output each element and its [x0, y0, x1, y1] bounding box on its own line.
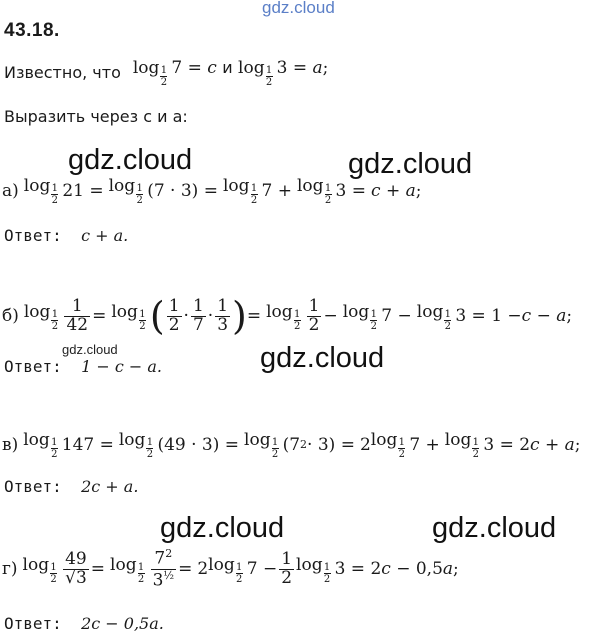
given-text: Известно, что — [4, 63, 121, 82]
part-a-label: а) — [2, 180, 19, 201]
part-d-answer: Ответ: 2c − 0,5a. — [4, 614, 164, 633]
watermark: gdz.cloud — [260, 342, 385, 374]
part-b-label: б) — [2, 306, 19, 327]
watermark-small: gdz.cloud — [62, 342, 118, 357]
watermark: gdz.cloud — [68, 144, 193, 176]
problem-number: 43.18. — [4, 20, 60, 41]
watermark: gdz.cloud — [432, 512, 557, 544]
watermark: gdz.cloud — [160, 512, 285, 544]
part-a-answer: Ответ: c + a. — [4, 226, 129, 245]
part-c-label: в) — [2, 434, 19, 455]
part-c-answer: Ответ: 2c + a. — [4, 477, 139, 496]
part-b-answer: Ответ: 1 − c − a. — [4, 357, 162, 376]
watermark-top: gdz.cloud — [262, 0, 335, 17]
watermark: gdz.cloud — [348, 148, 473, 180]
task-text: Выразить через c и a: — [4, 107, 188, 126]
given-and: и — [222, 58, 233, 77]
part-d-label: г) — [2, 559, 18, 579]
